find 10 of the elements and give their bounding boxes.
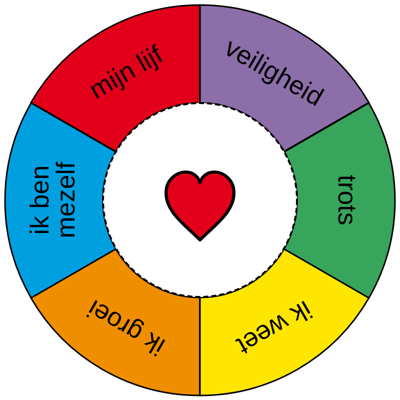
segment-label: mijn lijf xyxy=(85,40,168,103)
segment-label: ik weet xyxy=(232,296,316,360)
wheel-segment xyxy=(31,248,200,395)
wheel-segment xyxy=(200,5,369,152)
segment-label: trots xyxy=(334,174,361,226)
segment-label: ik groei xyxy=(83,296,169,360)
wheel-segment xyxy=(5,102,116,298)
segment-label: ik ben mezelf xyxy=(26,160,78,240)
wheel-segment xyxy=(200,248,369,395)
wheel-segment xyxy=(31,5,200,152)
